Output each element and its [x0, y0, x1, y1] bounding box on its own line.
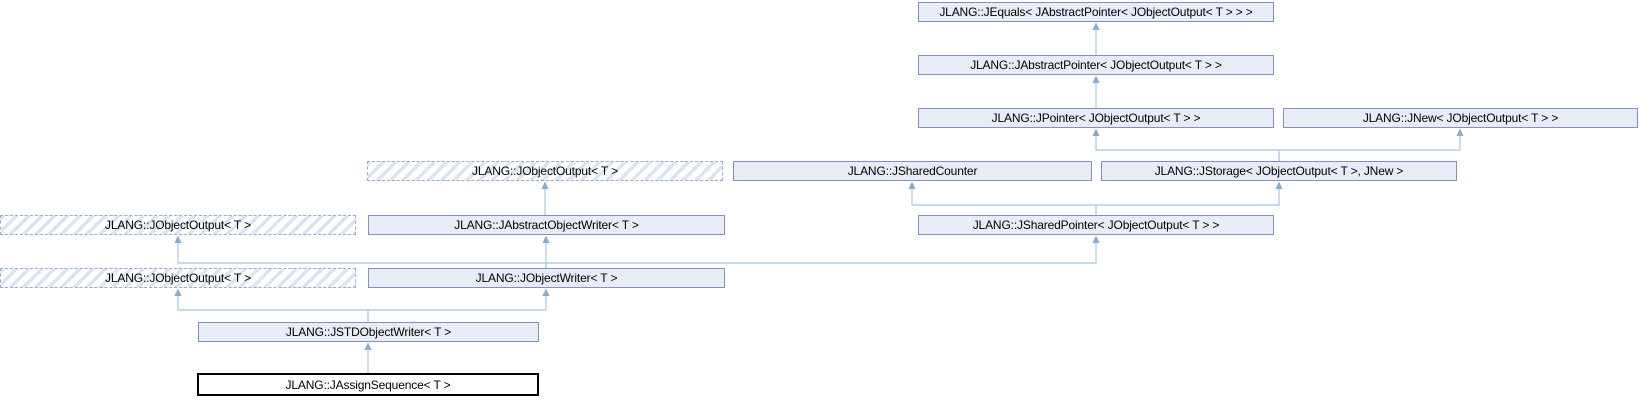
inheritance-arrowhead	[1092, 22, 1100, 30]
class-box-jstdobjectwriter[interactable]: JLANG::JSTDObjectWriter< T >	[198, 322, 539, 342]
inheritance-edge-jstorage-to-jnew	[1278, 135, 1461, 161]
inheritance-arrowhead	[1092, 75, 1100, 83]
class-box-jsharedcounter[interactable]: JLANG::JSharedCounter	[733, 161, 1092, 181]
inheritance-edge-jstdobjectwriter-to-jobjectoutput-c	[177, 295, 369, 322]
inheritance-edge-jsharedpointer-to-jstorage	[1095, 188, 1280, 215]
class-box-jobjectoutput-c: JLANG::JObjectOutput< T >	[0, 268, 356, 288]
class-box-jabstractobjectwriter[interactable]: JLANG::JAbstractObjectWriter< T >	[368, 215, 725, 235]
inheritance-arrowhead	[1092, 128, 1100, 136]
inheritance-edge-jstorage-to-jpointer	[1095, 135, 1280, 161]
class-box-jequals[interactable]: JLANG::JEquals< JAbstractPointer< JObjec…	[918, 2, 1274, 22]
inheritance-arrowhead	[174, 235, 182, 243]
class-box-jabstractpointer[interactable]: JLANG::JAbstractPointer< JObjectOutput< …	[918, 55, 1274, 75]
inheritance-arrowhead	[542, 288, 550, 296]
inheritance-arrowhead	[1275, 181, 1283, 189]
inheritance-edge-jobjectwriter-to-jobjectoutput-b	[177, 242, 547, 268]
inheritance-arrowhead	[1092, 235, 1100, 243]
class-box-jassignsequence: JLANG::JAssignSequence< T >	[197, 373, 539, 396]
inheritance-edge-jstdobjectwriter-to-jobjectwriter	[367, 295, 547, 322]
inheritance-edge-jobjectwriter-to-jsharedpointer	[545, 242, 1097, 268]
inheritance-arrowhead	[908, 181, 916, 189]
class-box-jpointer[interactable]: JLANG::JPointer< JObjectOutput< T > >	[918, 108, 1274, 128]
inheritance-arrowhead	[541, 181, 549, 189]
class-box-jsharedpointer[interactable]: JLANG::JSharedPointer< JObjectOutput< T …	[918, 215, 1274, 235]
class-box-jobjectoutput-a: JLANG::JObjectOutput< T >	[367, 161, 723, 181]
class-box-jobjectoutput-b: JLANG::JObjectOutput< T >	[0, 215, 356, 235]
inheritance-arrowhead	[174, 288, 182, 296]
class-box-jobjectwriter[interactable]: JLANG::JObjectWriter< T >	[368, 268, 725, 288]
inheritance-arrowhead	[364, 342, 372, 350]
inheritance-arrowhead	[542, 235, 550, 243]
inheritance-arrowhead	[1456, 128, 1464, 136]
class-box-jnew[interactable]: JLANG::JNew< JObjectOutput< T > >	[1283, 108, 1638, 128]
class-box-jstorage[interactable]: JLANG::JStorage< JObjectOutput< T >, JNe…	[1101, 161, 1457, 181]
inheritance-edge-jsharedpointer-to-jsharedcounter	[911, 188, 1097, 215]
